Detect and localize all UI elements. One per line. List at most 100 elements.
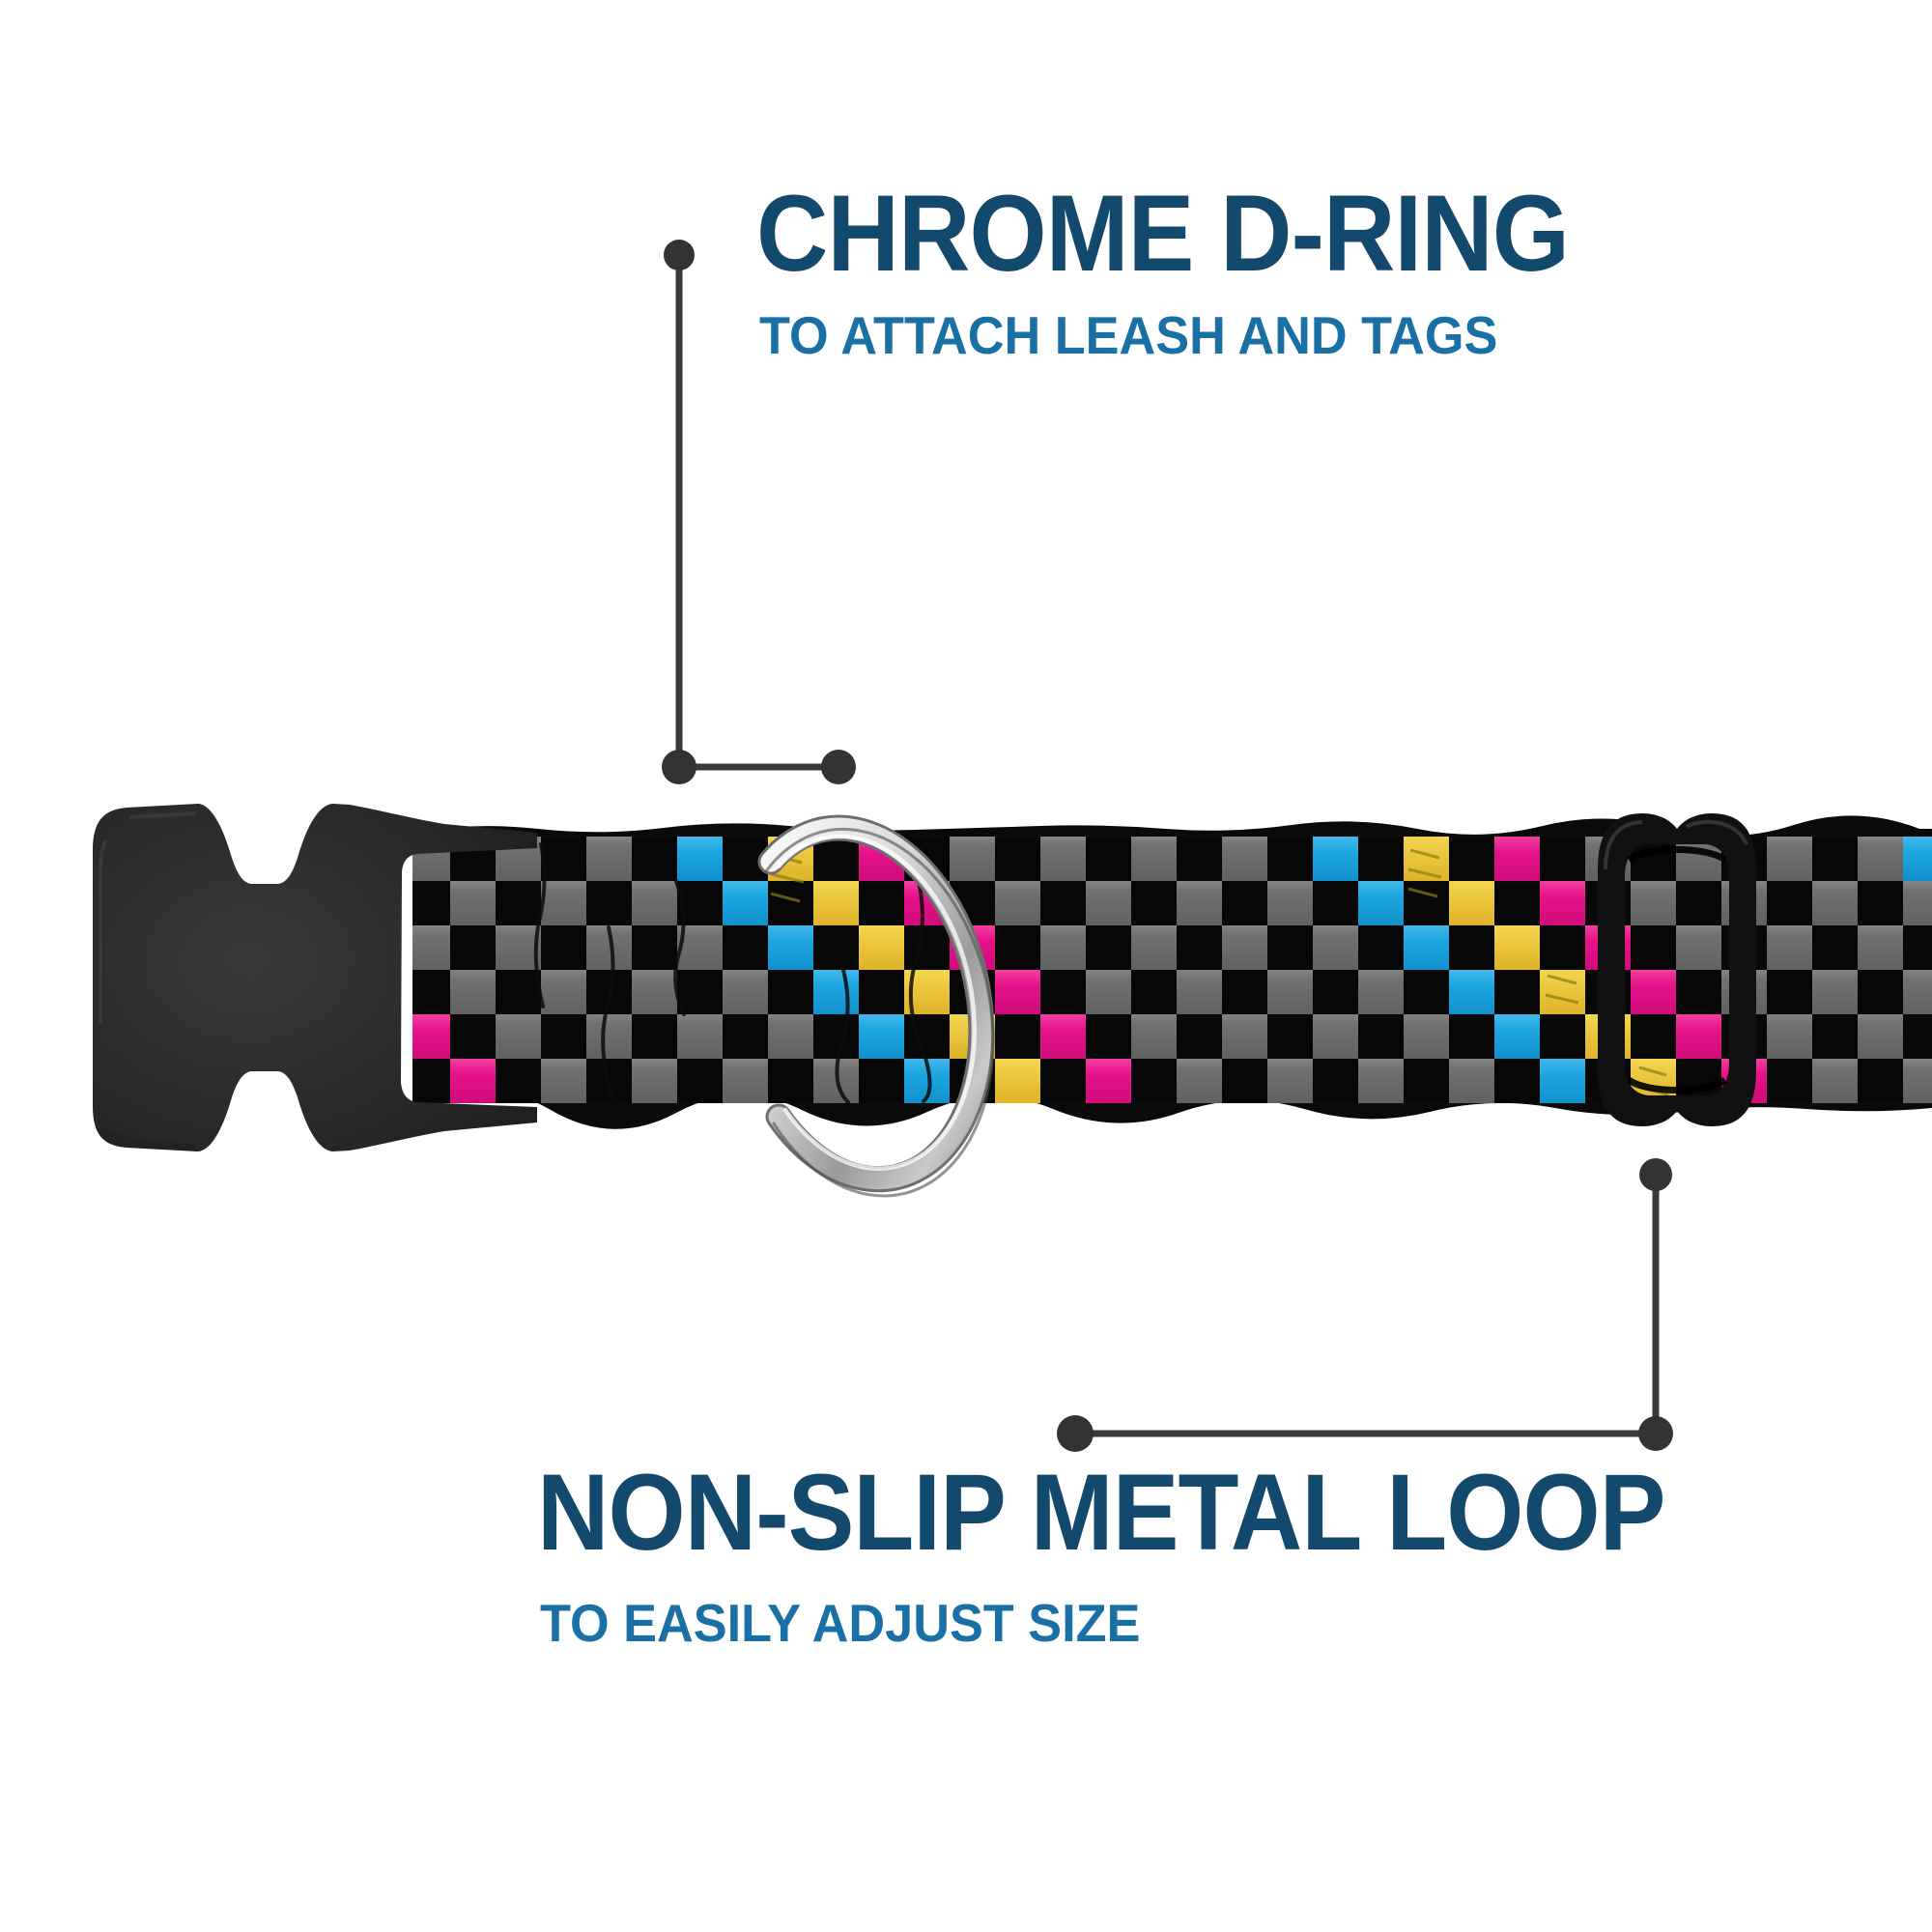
checker-cell — [1767, 970, 1812, 1014]
checker-cell — [1313, 925, 1358, 970]
checker-cell — [1858, 1014, 1903, 1059]
checker-cell — [1086, 881, 1131, 925]
checker-cell — [1131, 881, 1177, 925]
checker-cell — [586, 837, 632, 881]
checkered-webbing — [412, 815, 1932, 1129]
checker-cell — [632, 837, 677, 881]
checker-cell — [1404, 1014, 1449, 1059]
checker-cell — [1540, 1014, 1585, 1059]
callout1-dot-elbow — [662, 750, 696, 784]
checker-cell — [1267, 970, 1313, 1014]
callout-title-chrome-d-ring: CHROME D-RING — [756, 173, 1570, 294]
checker-cell — [1040, 881, 1086, 925]
checker-cell — [1676, 881, 1721, 925]
checker-cell — [1177, 837, 1222, 881]
checker-cell — [1494, 1059, 1540, 1103]
checker-cell — [1040, 1014, 1086, 1059]
checker-cell — [1267, 1014, 1313, 1059]
checker-cell — [496, 1059, 541, 1103]
d-ring-shine — [776, 834, 977, 1171]
checker-cell — [1404, 925, 1449, 970]
checker-cell — [1449, 837, 1494, 881]
checker-cell — [1177, 925, 1222, 970]
checker-cell — [723, 970, 768, 1014]
checker-cell — [1812, 925, 1858, 970]
checker-cell — [412, 925, 450, 970]
checker-cell — [768, 881, 813, 925]
checker-cell — [586, 1014, 632, 1059]
checker-cell — [1086, 925, 1131, 970]
checker-cell — [859, 881, 904, 925]
checker-cell — [1404, 881, 1449, 925]
checker-cell — [1676, 970, 1721, 1014]
checker-cell — [723, 881, 768, 925]
checker-cell — [1222, 1014, 1267, 1059]
callout1-dot-top — [664, 240, 695, 270]
checker-cell — [1313, 1059, 1358, 1103]
checker-cell — [1676, 1014, 1721, 1059]
callout1-dot-end — [821, 750, 856, 784]
checker-cell — [412, 970, 450, 1014]
callout2-dot-elbow — [1638, 1416, 1673, 1451]
checker-cell — [904, 1014, 950, 1059]
checker-cell — [1449, 925, 1494, 970]
checker-cell — [677, 1059, 723, 1103]
checker-cell — [813, 970, 859, 1014]
checker-cell — [768, 1014, 813, 1059]
slider-inner-bar-top — [1626, 846, 1728, 864]
yellow-scribbles — [770, 848, 1669, 1096]
checker-cell — [1449, 881, 1494, 925]
checker-cell — [1404, 1059, 1449, 1103]
checker-cell — [950, 837, 995, 881]
checker-cell — [1358, 1059, 1404, 1103]
checker-cell — [412, 1059, 450, 1103]
checker-cell — [541, 970, 586, 1014]
checker-cell — [1222, 881, 1267, 925]
checker-cell — [1767, 1014, 1812, 1059]
checker-cell — [859, 970, 904, 1014]
chrome-d-ring — [757, 814, 995, 1198]
checker-cell — [496, 925, 541, 970]
checker-cell — [1267, 881, 1313, 925]
checker-cell — [995, 1059, 1040, 1103]
checker-cell — [541, 837, 586, 881]
checker-cell — [768, 925, 813, 970]
slider-sheen — [1604, 819, 1748, 870]
checker-cell — [1540, 837, 1585, 881]
checker-cell — [450, 881, 496, 925]
checker-cell — [632, 1059, 677, 1103]
checker-cell — [1131, 1014, 1177, 1059]
checker-cell — [632, 970, 677, 1014]
checker-cell — [1267, 925, 1313, 970]
buckle-lower-shade — [97, 1128, 198, 1151]
checker-cell — [813, 881, 859, 925]
checker-cell — [723, 925, 768, 970]
checker-cell — [1494, 970, 1540, 1014]
checker-cell — [1267, 837, 1313, 881]
checker-cell — [496, 1014, 541, 1059]
checker-cell — [995, 881, 1040, 925]
callout-subtitle-non-slip-metal-loop: TO EASILY ADJUST SIZE — [540, 1593, 1141, 1653]
checker-cell — [1858, 881, 1903, 925]
checker-cell — [1858, 837, 1903, 881]
callout-title-non-slip-metal-loop: NON-SLIP METAL LOOP — [537, 1452, 1665, 1573]
checker-cell — [1494, 1014, 1540, 1059]
checker-cell — [1086, 1014, 1131, 1059]
checker-cell — [1222, 925, 1267, 970]
checker-cell — [1676, 925, 1721, 970]
checker-cell — [995, 837, 1040, 881]
checker-cell — [412, 881, 450, 925]
slider-frame — [1598, 813, 1756, 1126]
checker-cell — [541, 881, 586, 925]
checker-cell — [1086, 837, 1131, 881]
callout2-dot-end — [1057, 1415, 1094, 1452]
checker-cell — [450, 970, 496, 1014]
checker-cell — [995, 925, 1040, 970]
checker-cell — [1540, 925, 1585, 970]
checker-cell — [995, 1014, 1040, 1059]
checker-cell — [1267, 1059, 1313, 1103]
checker-cell — [1313, 1014, 1358, 1059]
checker-pattern — [412, 837, 1932, 1103]
checker-cell — [813, 1014, 859, 1059]
